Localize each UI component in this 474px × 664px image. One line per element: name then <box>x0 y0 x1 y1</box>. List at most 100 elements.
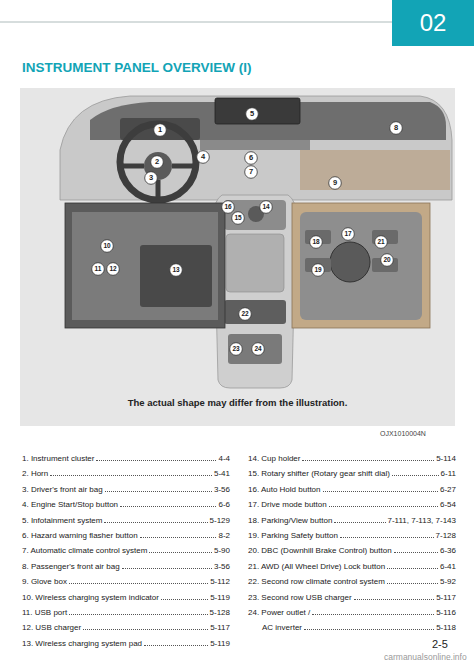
list-row: 9. Glove box5-112 <box>22 575 230 586</box>
item-name: 7. Automatic climate control system <box>22 546 147 555</box>
page-reference: 8-2 <box>218 531 230 540</box>
list-row: 17. Drive mode button6-54 <box>248 498 456 509</box>
list-row: 24. Power outlet /5-116 <box>248 606 456 617</box>
list-row: 1. Instrument cluster4-4 <box>22 452 230 463</box>
list-row: 14. Cup holder5-114 <box>248 452 456 463</box>
callout-ring <box>375 236 388 249</box>
dot-leader <box>120 506 216 507</box>
callout-circle: 16 <box>221 200 235 214</box>
callout-number: 8 <box>389 121 403 135</box>
callout-circle: 8 <box>389 121 403 135</box>
item-name: 8. Passenger's front air bag <box>22 562 120 571</box>
callout-ring <box>342 228 355 241</box>
dot-leader <box>323 491 438 492</box>
callout-ring <box>197 151 210 164</box>
chapter-tab: 02 <box>392 0 474 46</box>
list-row: 13. Wireless charging system pad5-119 <box>22 637 230 648</box>
dashboard <box>60 96 452 200</box>
rear-usb-panel <box>228 334 282 364</box>
dot-leader <box>69 614 207 615</box>
page-reference: 7-111, 7-113, 7-143 <box>388 516 457 525</box>
callout-circle: 21 <box>374 235 388 249</box>
dot-leader <box>329 506 438 507</box>
page-reference: 6-6 <box>218 500 230 509</box>
callout-ring <box>232 212 245 225</box>
callout-circle: 13 <box>169 263 183 277</box>
callout-number: 15 <box>231 211 245 225</box>
list-row: 6. Hazard warning flasher button 8-2 <box>22 529 230 540</box>
callout-number: 5 <box>245 107 259 121</box>
illustration-background <box>20 88 455 426</box>
item-name: 3. Driver's front air bag <box>22 485 103 494</box>
callout-number: 19 <box>311 263 325 277</box>
callout-ring <box>312 264 325 277</box>
list-row: 15. Rotary shifter (Rotary gear shift di… <box>248 467 456 478</box>
callout-circle: 20 <box>380 253 394 267</box>
callout-ring <box>92 263 105 276</box>
list-row: 12. USB charger5-117 <box>22 621 230 632</box>
item-name: 9. Glove box <box>22 577 67 586</box>
dot-leader <box>334 522 385 523</box>
item-name: 16. Auto Hold button <box>248 485 321 494</box>
dot-leader <box>394 552 438 553</box>
rear-climate-panel <box>224 300 286 324</box>
callout-number: 20 <box>380 253 394 267</box>
dot-leader <box>83 629 208 630</box>
list-row: 10. Wireless charging system indicator5-… <box>22 591 230 602</box>
callout-ring <box>310 236 323 249</box>
page-reference: 5-118 <box>436 623 456 632</box>
page-reference: 5-116 <box>436 608 456 617</box>
dot-leader <box>144 645 208 646</box>
page-reference: 5-117 <box>436 593 456 602</box>
callout-ring <box>151 156 164 169</box>
callout-number: 3 <box>144 171 158 185</box>
item-name: 21. AWD (All Wheel Drive) Lock button <box>248 562 385 571</box>
dot-leader <box>122 568 212 569</box>
page-reference: 5-128 <box>210 608 230 617</box>
item-name: 17. Drive mode button <box>248 500 327 509</box>
callout-circle: 18 <box>309 235 323 249</box>
page-reference: 6-27 <box>440 485 456 494</box>
item-name: 18. Parking/View button <box>248 516 332 525</box>
list-row: 8. Passenger's front air bag 3-56 <box>22 560 230 571</box>
wood-trim <box>300 150 450 190</box>
page-reference: 3-56 <box>214 562 230 571</box>
callout-ring <box>145 172 158 185</box>
callout-circle: 15 <box>231 211 245 225</box>
page-reference: 5-119 <box>210 639 230 648</box>
list-row: 7. Automatic climate control system5-90 <box>22 544 230 555</box>
callout-ring <box>245 166 258 179</box>
page-reference: 3-56 <box>214 485 230 494</box>
dot-leader <box>312 614 434 615</box>
page-reference: 4-4 <box>218 454 230 463</box>
callout-circle: 22 <box>238 307 252 321</box>
header-rule <box>0 22 392 23</box>
chapter-number: 02 <box>392 0 474 46</box>
dot-leader <box>50 475 212 476</box>
charging-tray <box>72 212 218 320</box>
list-row: AC inverter5-118 <box>262 621 456 632</box>
item-name: 14. Cup holder <box>248 454 300 463</box>
callout-ring <box>329 177 342 190</box>
callout-number: 16 <box>221 200 235 214</box>
list-row: 20. DBC (Downhill Brake Control) button6… <box>248 544 456 555</box>
list-row: 16. Auto Hold button 6-27 <box>248 483 456 494</box>
callout-number: 23 <box>229 342 243 356</box>
dot-leader <box>354 599 435 600</box>
callout-circle: 5 <box>245 107 259 121</box>
item-name: 10. Wireless charging system indicator <box>22 593 159 602</box>
vent-strip <box>200 140 310 150</box>
item-name: 6. Hazard warning flasher button <box>22 531 138 540</box>
item-name: 15. Rotary shifter (Rotary gear shift di… <box>248 469 390 478</box>
dot-leader <box>104 522 207 523</box>
callout-circle: 7 <box>244 165 258 179</box>
callout-ring <box>107 263 120 276</box>
callout-ring <box>170 264 183 277</box>
center-console <box>214 195 296 388</box>
callout-number: 24 <box>251 342 265 356</box>
item-name: 2. Horn <box>22 469 48 478</box>
callout-circle: 4 <box>196 150 210 164</box>
callout-circle: 23 <box>229 342 243 356</box>
callout-circle: 12 <box>106 262 120 276</box>
